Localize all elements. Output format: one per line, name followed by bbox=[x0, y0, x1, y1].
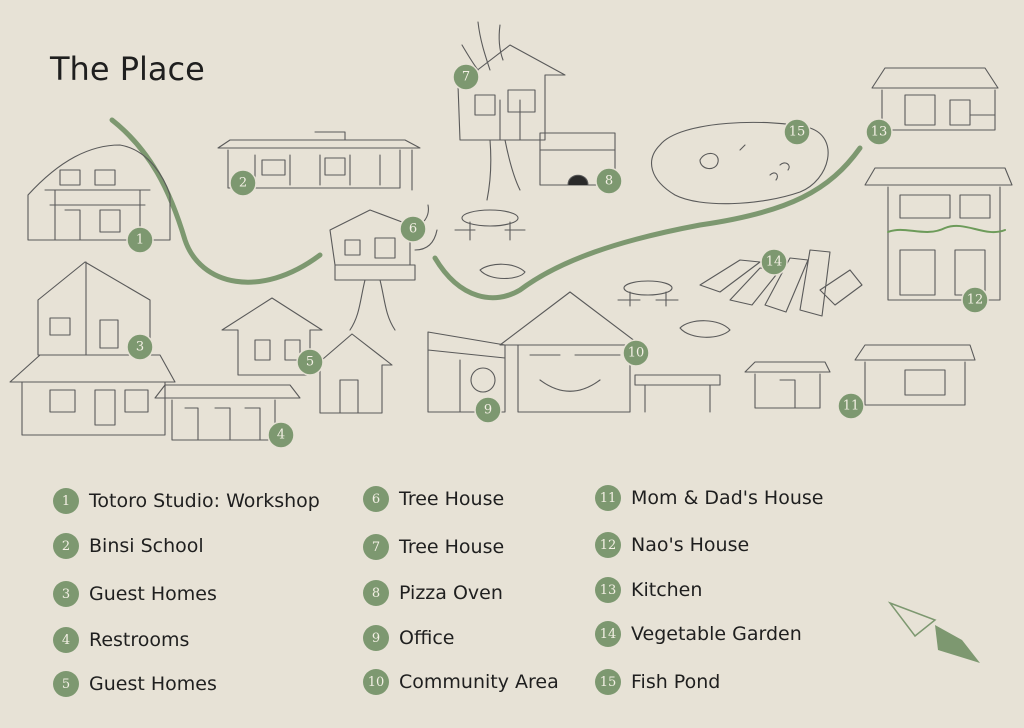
map-pin-9[interactable]: 9 bbox=[474, 396, 502, 424]
legend-item-4: 4 Restrooms bbox=[53, 627, 189, 653]
legend-item-14: 14 Vegetable Garden bbox=[595, 621, 802, 647]
map-pin-3[interactable]: 3 bbox=[126, 333, 154, 361]
building-mom-dads-house[interactable] bbox=[744, 344, 976, 409]
building-pizza-oven[interactable] bbox=[539, 132, 616, 186]
legend-label: Binsi School bbox=[89, 535, 204, 557]
svg-text:9: 9 bbox=[484, 403, 492, 418]
legend-item-10: 10 Community Area bbox=[363, 669, 559, 695]
svg-text:3: 3 bbox=[136, 340, 144, 355]
legend-number: 2 bbox=[53, 533, 79, 559]
legend-item-11: 11 Mom & Dad's House bbox=[595, 485, 823, 511]
building-guest-homes-3[interactable] bbox=[9, 261, 176, 436]
legend-item-13: 13 Kitchen bbox=[595, 577, 702, 603]
building-tree-house-6[interactable] bbox=[329, 204, 438, 331]
svg-text:1: 1 bbox=[136, 233, 144, 248]
legend-number: 1 bbox=[53, 488, 79, 514]
legend-label: Guest Homes bbox=[89, 673, 217, 695]
building-office[interactable] bbox=[427, 331, 506, 413]
svg-text:10: 10 bbox=[628, 346, 645, 361]
legend-item-15: 15 Fish Pond bbox=[595, 669, 720, 695]
legend-label: Community Area bbox=[399, 671, 559, 693]
map-pin-8[interactable]: 8 bbox=[595, 167, 623, 195]
svg-text:4: 4 bbox=[277, 428, 285, 443]
svg-text:12: 12 bbox=[967, 293, 984, 308]
building-restrooms[interactable] bbox=[154, 384, 301, 441]
map-pin-5[interactable]: 5 bbox=[296, 348, 324, 376]
legend-label: Kitchen bbox=[631, 579, 703, 601]
dog-figure-2 bbox=[679, 320, 731, 338]
map-pin-2[interactable]: 2 bbox=[229, 169, 257, 197]
building-totoro-studio[interactable] bbox=[27, 144, 171, 241]
legend-number: 15 bbox=[595, 669, 621, 695]
map-pin-15[interactable]: 15 bbox=[783, 118, 811, 146]
map-pin-6[interactable]: 6 bbox=[399, 215, 427, 243]
legend-item-5: 5 Guest Homes bbox=[53, 671, 217, 697]
walking-path bbox=[109, 117, 863, 301]
map-pin-11[interactable]: 11 bbox=[837, 392, 865, 420]
legend-label: Guest Homes bbox=[89, 583, 217, 605]
building-binsi-school[interactable] bbox=[217, 131, 421, 191]
legend-number: 3 bbox=[53, 581, 79, 607]
map-pin-13[interactable]: 13 bbox=[865, 118, 893, 146]
map-pin-1[interactable]: 1 bbox=[126, 226, 154, 254]
legend-number: 7 bbox=[363, 534, 389, 560]
legend-label: Office bbox=[399, 627, 455, 649]
dog-figure-1 bbox=[479, 263, 526, 280]
legend-label: Pizza Oven bbox=[399, 582, 503, 604]
svg-text:2: 2 bbox=[239, 176, 247, 191]
map-pin-7[interactable]: 7 bbox=[452, 63, 480, 91]
legend-label: Tree House bbox=[399, 488, 505, 510]
building-kitchen[interactable] bbox=[871, 67, 999, 131]
legend-label: Totoro Studio: Workshop bbox=[89, 490, 320, 512]
legend-label: Tree House bbox=[399, 536, 505, 558]
svg-text:6: 6 bbox=[409, 222, 417, 237]
legend-item-2: 2 Binsi School bbox=[53, 533, 204, 559]
legend-number: 11 bbox=[595, 485, 621, 511]
legend-number: 13 bbox=[595, 577, 621, 603]
legend-number: 10 bbox=[363, 669, 389, 695]
legend-number: 6 bbox=[363, 486, 389, 512]
legend-label: Vegetable Garden bbox=[631, 623, 802, 645]
legend-number: 8 bbox=[363, 580, 389, 606]
picnic-table bbox=[617, 280, 679, 307]
map-pin-4[interactable]: 4 bbox=[267, 421, 295, 449]
legend-label: Mom & Dad's House bbox=[631, 487, 824, 509]
legend-item-3: 3 Guest Homes bbox=[53, 581, 217, 607]
building-naos-house[interactable] bbox=[864, 167, 1013, 301]
legend-item-12: 12 Nao's House bbox=[595, 532, 749, 558]
svg-text:15: 15 bbox=[789, 125, 806, 140]
building-tree-house-7[interactable] bbox=[454, 21, 566, 241]
svg-text:7: 7 bbox=[462, 70, 470, 85]
legend-number: 9 bbox=[363, 625, 389, 651]
svg-text:8: 8 bbox=[605, 174, 613, 189]
legend-number: 12 bbox=[595, 532, 621, 558]
svg-text:13: 13 bbox=[871, 125, 888, 140]
map-pin-12[interactable]: 12 bbox=[961, 286, 989, 314]
legend-item-8: 8 Pizza Oven bbox=[363, 580, 503, 606]
legend-label: Nao's House bbox=[631, 534, 750, 556]
map-pin-10[interactable]: 10 bbox=[622, 339, 650, 367]
legend-number: 4 bbox=[53, 627, 79, 653]
legend-label: Restrooms bbox=[89, 629, 190, 651]
map-pin-14[interactable]: 14 bbox=[760, 248, 788, 276]
fish-pond[interactable] bbox=[651, 121, 829, 205]
building-community-area[interactable] bbox=[499, 291, 721, 413]
svg-text:14: 14 bbox=[766, 255, 783, 270]
legend-item-7: 7 Tree House bbox=[363, 534, 504, 560]
legend-number: 14 bbox=[595, 621, 621, 647]
legend-number: 5 bbox=[53, 671, 79, 697]
svg-text:5: 5 bbox=[306, 355, 314, 370]
north-arrow-icon bbox=[887, 601, 980, 663]
legend-label: Fish Pond bbox=[631, 671, 721, 693]
legend-item-6: 6 Tree House bbox=[363, 486, 504, 512]
legend-item-1: 1 Totoro Studio: Workshop bbox=[53, 488, 320, 514]
legend-item-9: 9 Office bbox=[363, 625, 454, 651]
page-title: The Place bbox=[50, 50, 205, 88]
svg-text:11: 11 bbox=[843, 399, 860, 414]
